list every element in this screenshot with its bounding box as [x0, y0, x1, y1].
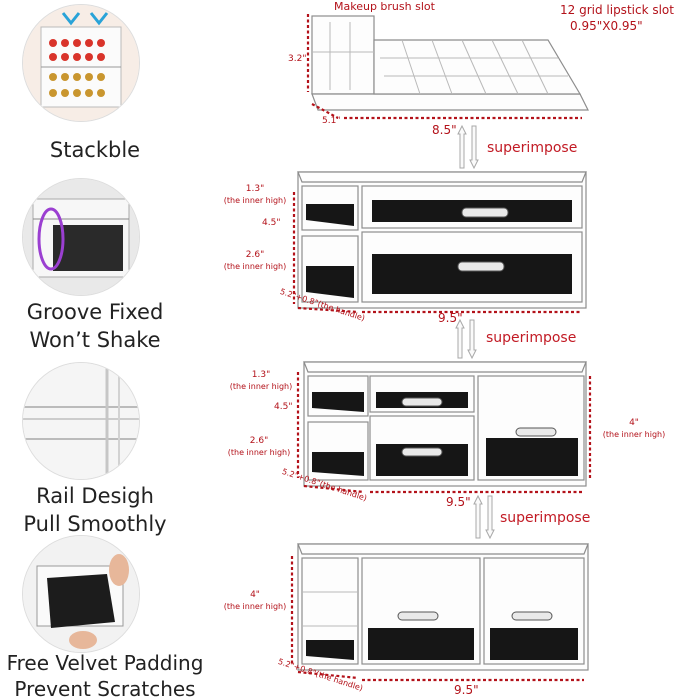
two-drawer-total-height: 4.5": [262, 218, 281, 228]
dimension-note: (the inner high): [229, 382, 293, 391]
dimension-note: (the inner high): [602, 430, 666, 439]
dimension-value: 1.3": [245, 184, 265, 194]
feature-caption-velvet: Free Velvet Padding Prevent Scratches: [0, 650, 210, 700]
superimpose-label-3: superimpose: [500, 510, 591, 526]
four-drawer-drawing: [296, 361, 592, 494]
base-width: 9.5": [454, 683, 479, 697]
stack-arrow-3: [473, 494, 495, 540]
two-drawer-width: 9.5": [438, 311, 463, 325]
four-drawer-width: 9.5": [446, 495, 471, 509]
brush-slot-label: Makeup brush slot: [334, 0, 435, 13]
stacked-organizer-photo: [22, 4, 140, 122]
velvet-pad-illustration: [23, 536, 139, 652]
groove-closeup-illustration: [23, 179, 139, 295]
tray-height-label: 3.2": [288, 54, 307, 64]
rail-closeup-illustration: [23, 363, 139, 479]
feature-line: Pull Smoothly: [23, 512, 167, 536]
four-drawer-upper-height: 1.3" (the inner high): [226, 370, 296, 392]
four-drawer-total-height: 4.5": [274, 402, 293, 412]
tray-width-label: 8.5": [432, 123, 457, 137]
dimension-value: 2.6": [245, 250, 265, 260]
two-drawer-lower-height: 2.6" (the inner high): [220, 250, 290, 272]
feature-line: Rail Desigh: [36, 484, 154, 508]
superimpose-label-1: superimpose: [487, 140, 578, 156]
lipstick-size-label: 0.95"X0.95": [570, 19, 643, 33]
feature-caption-groove: Groove Fixed Won’t Shake: [0, 298, 190, 354]
base-drawer-drawing: [290, 543, 589, 682]
superimpose-label-2: superimpose: [486, 330, 577, 346]
stack-arrow-2: [455, 318, 477, 360]
feature-line: Won’t Shake: [29, 328, 161, 352]
dimension-value: 4": [629, 418, 639, 428]
four-drawer-lower-height: 2.6" (the inner high): [224, 436, 294, 458]
feature-line: Stackble: [49, 138, 141, 162]
dimension-note: (the inner high): [223, 196, 287, 205]
stacked-organizer-illustration: [23, 5, 139, 121]
lipstick-slot-label: 12 grid lipstick slot: [560, 3, 674, 17]
rail-closeup-photo: [22, 362, 140, 480]
dimension-note: (the inner high): [227, 448, 291, 457]
four-drawer-side-height: 4" (the inner high): [594, 418, 674, 440]
two-drawer-drawing: [292, 171, 587, 314]
stack-arrow-1: [457, 124, 479, 170]
base-height: 4" (the inner high): [220, 590, 290, 612]
lipstick-tray-drawing: [306, 14, 589, 120]
dimension-value: 4": [250, 590, 260, 600]
feature-caption-rail: Rail Desigh Pull Smoothly: [0, 482, 190, 538]
groove-closeup-photo: [22, 178, 140, 296]
feature-caption-stackable: Stackble: [0, 136, 190, 164]
dimension-value: 1.3": [251, 370, 271, 380]
dimension-note: (the inner high): [223, 602, 287, 611]
velvet-pad-photo: [22, 535, 140, 653]
two-drawer-upper-height: 1.3" (the inner high): [220, 184, 290, 206]
feature-line: Free Velvet Padding: [6, 651, 204, 675]
dimension-value: 2.6": [249, 436, 269, 446]
feature-line: Groove Fixed: [26, 300, 164, 324]
feature-line: Prevent Scratches: [14, 677, 196, 700]
dimension-note: (the inner high): [223, 262, 287, 271]
tray-depth-label: 5.1": [322, 116, 341, 126]
